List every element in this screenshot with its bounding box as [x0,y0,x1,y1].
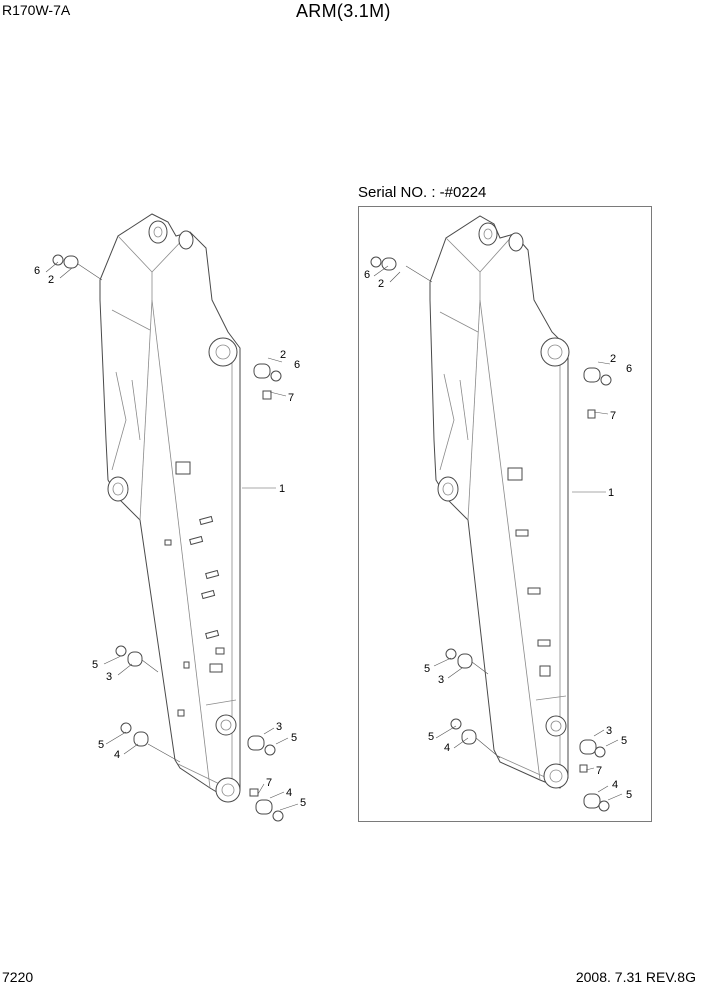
bushing [127,651,143,667]
arm-body-outline [99,213,241,801]
bushing [381,257,397,271]
pad [205,629,220,640]
callout-label: 7 [266,777,272,789]
grease-nipple [262,390,272,400]
pad [199,515,214,526]
callout-label: 4 [114,749,120,761]
callout-label: 3 [106,671,112,683]
page-number: 7220 [2,969,34,985]
arm-assembly-left: 6 2 2 6 7 1 5 3 3 5 5 4 7 4 5 [34,213,306,822]
arm-assembly-right: 6 2 2 6 7 1 5 3 3 5 5 4 7 4 5 [364,215,632,812]
pad [539,665,551,677]
model-code: R170W-7A [2,2,71,18]
callout-label: 2 [48,274,54,286]
tip-boss [215,777,241,803]
pad [215,647,225,655]
callout-label: 4 [286,787,292,799]
bushing [253,363,271,379]
callout-label: 5 [621,735,627,747]
seal-ring [598,800,610,812]
callout-label: 2 [610,353,616,365]
seal-ring [264,744,276,756]
tip-boss [543,763,569,789]
callout-label: 4 [444,742,450,754]
grease-nipple [249,788,259,797]
pad [209,663,223,673]
seal-ring [594,746,606,758]
top-boss [148,220,168,244]
arm-body-outline [429,215,569,789]
callout-label: 2 [378,278,384,290]
bushing [457,653,473,669]
callout-label: 1 [608,487,614,499]
callout-label: 2 [280,349,286,361]
page-title: ARM(3.1M) [296,1,391,21]
bushing [63,255,79,269]
pad [189,535,204,546]
pad [507,467,523,481]
callout-label: 5 [300,797,306,809]
seal-ring [445,648,457,660]
top-boss [478,222,498,246]
pad [164,539,172,546]
pad [177,709,185,717]
bushing [133,731,149,747]
callout-label: 5 [98,739,104,751]
revision-date: 2008. 7.31 REV.8G [575,969,696,985]
callout-label: 6 [364,269,370,281]
pad [175,461,191,475]
callout-label: 7 [288,392,294,404]
pad [515,529,529,537]
callout-label: 3 [438,674,444,686]
grease-nipple [587,409,596,419]
top-lug [178,230,194,250]
lower-boss [545,715,567,737]
callout-label: 5 [428,731,434,743]
pad [205,569,220,580]
bushing [247,735,265,751]
callout-label: 5 [92,659,98,671]
mid-boss [107,476,129,502]
callout-label: 6 [626,363,632,375]
top-lug [508,232,524,252]
pad [201,589,216,600]
callout-label: 1 [279,483,285,495]
bushing [583,793,601,809]
upper-pivot-boss [540,337,570,367]
callout-label: 7 [596,765,602,777]
pad [537,639,551,647]
bushing [461,729,477,745]
upper-pivot-boss [208,337,238,367]
bushing [255,799,273,815]
callout-label: 4 [612,779,618,791]
mid-boss [437,476,459,502]
serial-number-label: Serial NO. : -#0224 [358,184,487,201]
grease-nipple [579,764,588,773]
callout-label: 3 [276,721,282,733]
pad [527,587,541,595]
callout-label: 5 [424,663,430,675]
lower-boss [215,714,237,736]
seal-ring [52,254,64,266]
seal-ring [115,645,127,657]
bushing [583,367,601,383]
seal-ring [600,374,612,386]
callout-label: 7 [610,410,616,422]
seal-ring [120,722,132,734]
seal-ring [450,718,462,730]
pad [183,661,190,669]
bushing [579,739,597,755]
callout-label: 3 [606,725,612,737]
serial-detail-frame [358,206,652,822]
callout-label: 6 [34,265,40,277]
seal-ring [272,810,284,822]
callout-label: 5 [291,732,297,744]
callout-label: 5 [626,789,632,801]
seal-ring [270,370,282,382]
seal-ring [370,256,382,268]
callout-label: 6 [294,359,300,371]
